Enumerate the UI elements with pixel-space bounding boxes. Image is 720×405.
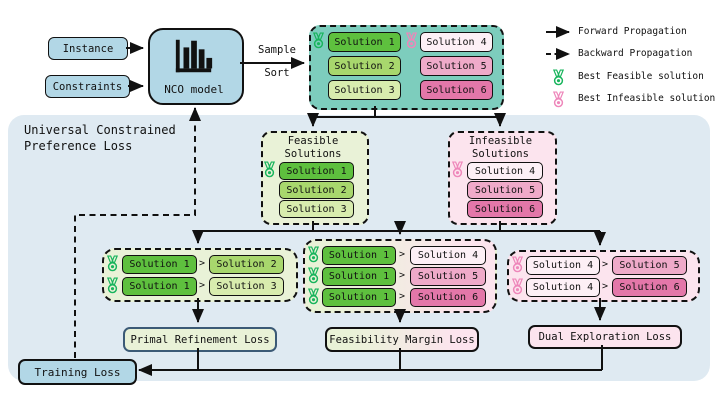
solution-pill-label: Solution 6	[417, 292, 479, 303]
legend-best-feasible-label: Best Feasible solution	[578, 71, 704, 82]
solution-pill: Solution 6	[420, 80, 493, 100]
solution-pill: Solution 5	[612, 256, 687, 275]
infeasible-title-line2: Solutions	[472, 148, 529, 160]
comparison-gt: >	[601, 281, 609, 292]
solution-pill: Solution 6	[612, 278, 687, 297]
best-feasible-medal-icon	[106, 277, 119, 294]
nco-model-label: NCO model	[164, 82, 224, 96]
solution-pill: Solution 6	[410, 288, 486, 307]
sort-label: Sort	[264, 66, 290, 79]
solution-pill: Solution 5	[467, 181, 543, 199]
solution-pill-label: Solution 4	[426, 36, 487, 48]
solution-pill: Solution 1	[322, 267, 396, 286]
solution-pill-label: Solution 6	[426, 84, 487, 96]
solution-pill-label: Solution 6	[619, 282, 680, 293]
margin-loss-label: Feasibility Margin Loss	[329, 333, 475, 346]
solution-pill-label: Solution 1	[129, 259, 190, 270]
feasible-title-line2: Solutions	[284, 148, 342, 160]
region-title-line2: Preference Loss	[24, 139, 133, 153]
solution-pill-label: Solution 6	[474, 203, 536, 215]
legend-best-feasible-medal-icon	[552, 69, 565, 86]
legend-forward-label: Forward Propagation	[578, 26, 687, 37]
solution-pill: Solution 2	[279, 181, 354, 199]
solution-pill: Solution 1	[122, 255, 197, 274]
instance-label: Instance	[62, 42, 114, 55]
solution-pill: Solution 1	[322, 288, 396, 307]
solution-pill: Solution 5	[420, 56, 493, 76]
solution-pill-label: Solution 3	[216, 281, 277, 292]
solution-pill-label: Solution 3	[286, 203, 347, 215]
solution-pill: Solution 1	[322, 246, 396, 265]
solution-pill-label: Solution 2	[286, 184, 347, 196]
best-infeasible-medal-icon	[405, 32, 418, 49]
solution-pill-label: Solution 1	[334, 36, 395, 48]
solution-pill: Solution 6	[467, 200, 543, 218]
solution-pill: Solution 4	[526, 256, 600, 275]
comparison-gt: >	[398, 249, 406, 260]
best-feasible-medal-icon	[312, 32, 325, 49]
solution-pill: Solution 1	[122, 277, 197, 296]
comparison-gt: >	[398, 270, 406, 281]
best-infeasible-medal-icon	[511, 256, 524, 273]
primal-loss-label: Primal Refinement Loss	[130, 333, 270, 346]
best-feasible-medal-icon	[307, 267, 320, 284]
region-title-line1: Universal Constrained	[24, 123, 176, 137]
solution-pill-label: Solution 3	[334, 84, 395, 96]
constraints-label: Constraints	[52, 80, 123, 93]
solution-pill-label: Solution 5	[426, 60, 487, 72]
best-feasible-medal-icon	[106, 255, 119, 272]
legend-best-infeasible-medal-icon	[552, 91, 565, 108]
solution-pill: Solution 3	[209, 277, 284, 296]
solution-pill-label: Solution 1	[328, 250, 390, 261]
sample-label: Sample	[258, 43, 296, 56]
solution-pill-label: Solution 2	[334, 60, 395, 72]
best-feasible-medal-icon	[307, 246, 320, 263]
solution-pill-label: Solution 1	[129, 281, 190, 292]
legend-best-infeasible-label: Best Infeasible solution	[578, 93, 716, 104]
solution-pill: Solution 5	[410, 267, 486, 286]
instance-box: Instance	[48, 37, 128, 60]
infeasible-title-line1: Infeasible	[468, 135, 533, 147]
solution-pill-label: Solution 4	[417, 250, 479, 261]
training-loss-box: Training Loss	[18, 359, 137, 385]
margin-loss-box: Feasibility Margin Loss	[325, 327, 479, 352]
solution-pill-label: Solution 1	[286, 165, 347, 177]
best-feasible-medal-icon	[307, 288, 320, 305]
solution-pill: Solution 2	[209, 255, 284, 274]
solution-pill: Solution 4	[526, 278, 600, 297]
solution-pill-label: Solution 4	[532, 260, 594, 271]
solution-pill: Solution 3	[279, 200, 354, 218]
dual-loss-box: Dual Exploration Loss	[528, 325, 682, 349]
primal-loss-box: Primal Refinement Loss	[123, 327, 277, 352]
solution-pill-label: Solution 4	[474, 165, 536, 177]
solution-pill: Solution 1	[279, 162, 354, 180]
comparison-gt: >	[198, 258, 206, 269]
best-infeasible-medal-icon	[511, 278, 524, 295]
bar-chart-icon	[173, 36, 215, 76]
feasible-title-line1: Feasible	[287, 135, 339, 147]
solution-pill-label: Solution 4	[532, 282, 594, 293]
solution-pill-label: Solution 5	[417, 271, 479, 282]
solution-pill: Solution 2	[328, 56, 401, 76]
solution-pill: Solution 3	[328, 80, 401, 100]
solution-pill: Solution 1	[328, 32, 401, 52]
comparison-gt: >	[198, 280, 206, 291]
solution-pill: Solution 4	[420, 32, 493, 52]
solution-pill: Solution 4	[410, 246, 486, 265]
best-infeasible-medal-icon	[451, 161, 464, 178]
solution-pill-label: Solution 5	[474, 184, 536, 196]
solution-pill-label: Solution 2	[216, 259, 277, 270]
best-feasible-medal-icon	[263, 161, 276, 178]
dual-loss-label: Dual Exploration Loss	[538, 331, 672, 343]
solution-pill: Solution 4	[467, 162, 543, 180]
comparison-gt: >	[398, 291, 406, 302]
solution-pill-label: Solution 1	[328, 292, 390, 303]
comparison-gt: >	[601, 259, 609, 270]
constraints-box: Constraints	[45, 75, 130, 98]
solution-pill-label: Solution 1	[328, 271, 390, 282]
legend-backward-label: Backward Propagation	[578, 48, 693, 59]
solution-pill-label: Solution 5	[619, 260, 680, 271]
training-loss-label: Training Loss	[34, 365, 121, 379]
